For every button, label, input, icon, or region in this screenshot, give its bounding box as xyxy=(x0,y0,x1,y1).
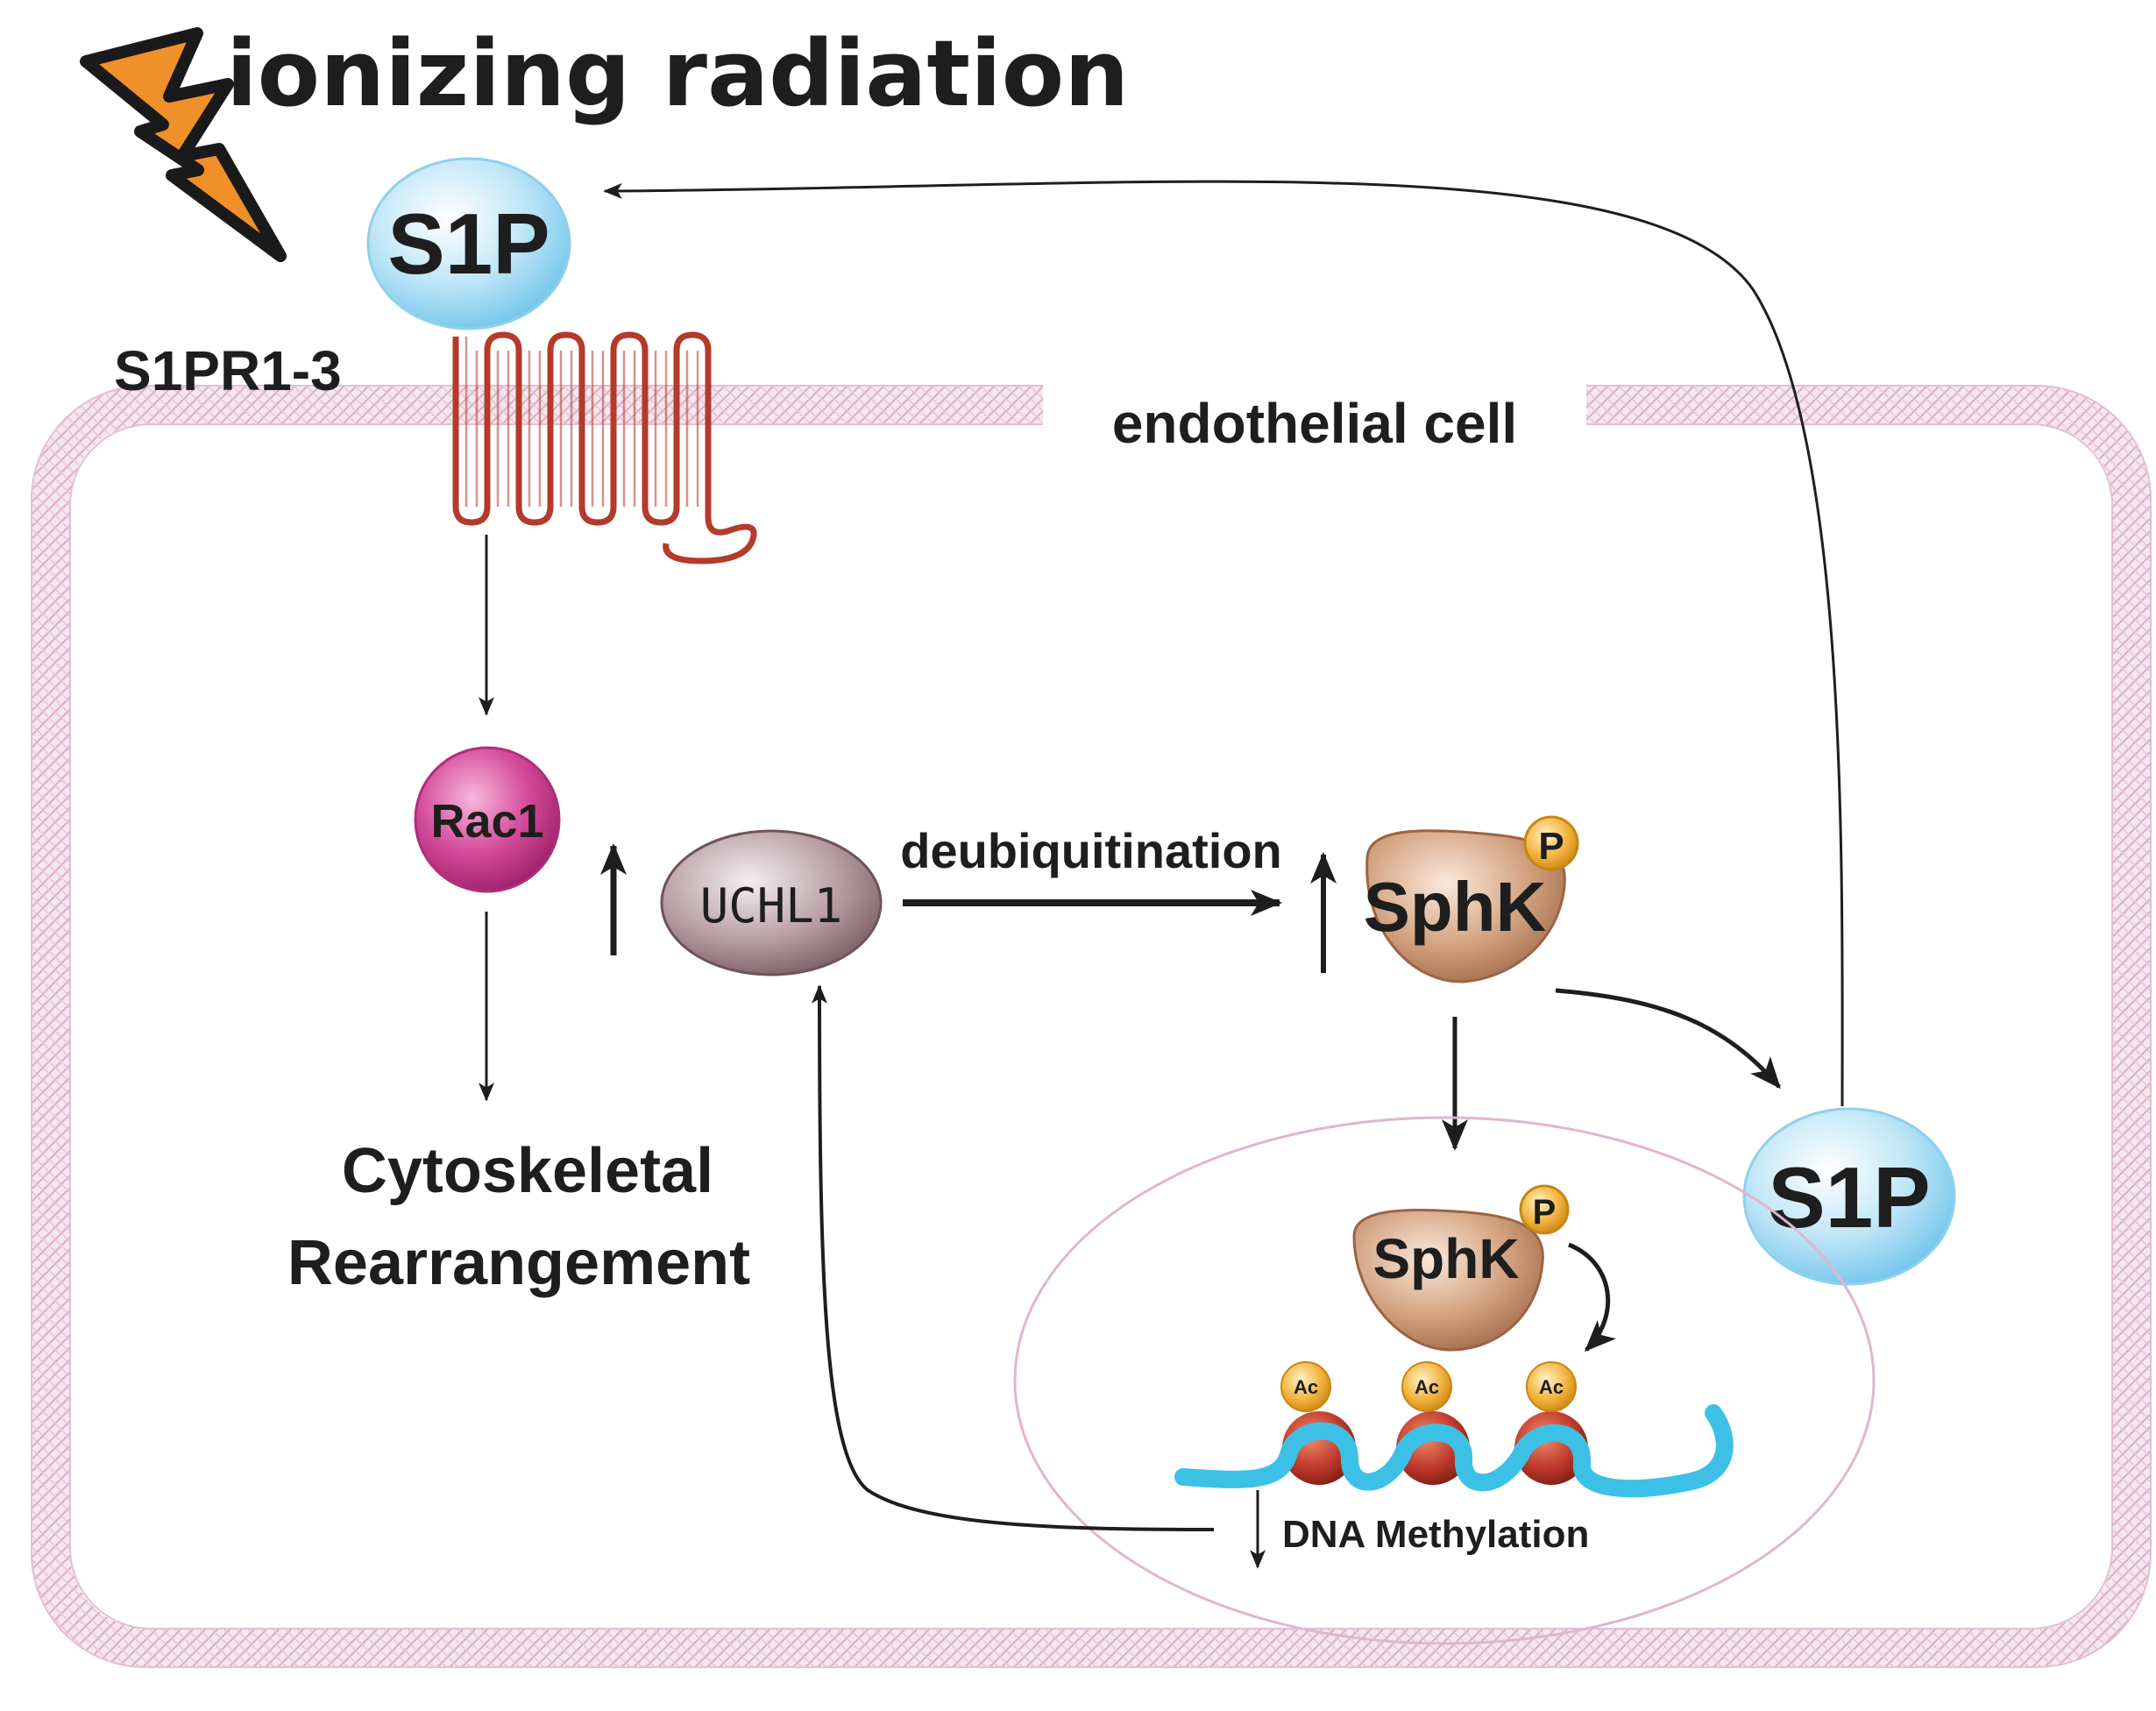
rac1-node: Rac1 xyxy=(414,746,561,893)
s1p-export-arrow xyxy=(603,180,1844,1107)
phospho-2-label: P xyxy=(1533,1193,1557,1232)
receptor-label: S1PR1-3 xyxy=(114,339,342,402)
cell-membrane xyxy=(31,385,2152,1668)
s1p-inside-label: S1P xyxy=(1768,1149,1930,1246)
rac1-label: Rac1 xyxy=(430,795,543,848)
histone-acetylation-group: Ac Ac Ac xyxy=(1174,1361,1734,1498)
s1p-outside: S1P xyxy=(366,157,571,330)
ac-3-label: Ac xyxy=(1539,1376,1564,1398)
sphk-cytoplasm-node: SphK P xyxy=(1364,815,1579,983)
s1p-inside: S1P xyxy=(1742,1107,1956,1286)
lightning-bolt-icon xyxy=(80,27,287,262)
uchl1-node: UCHL1 xyxy=(660,829,883,976)
sphk-nucleus-node: SphK P xyxy=(1352,1184,1570,1352)
uchl1-label: UCHL1 xyxy=(700,878,843,934)
dna-strand xyxy=(1174,1404,1734,1498)
receptor-icon xyxy=(452,331,757,564)
cytoskeletal-line2: Rearrangement xyxy=(287,1228,750,1298)
phospho-badge-2 xyxy=(1519,1184,1570,1235)
methylation-to-uchl1-arrow xyxy=(812,984,1215,1531)
sphk-to-s1p-arrow xyxy=(1555,988,1781,1090)
sphk-to-histone-arrow xyxy=(1568,1242,1616,1352)
cytoskeletal-line1: Cytoskeletal xyxy=(342,1136,713,1206)
ionizing-radiation-label: ionizing radiation xyxy=(226,20,1129,127)
dna-methylation-label: DNA Methylation xyxy=(1282,1513,1589,1556)
nucleus xyxy=(1013,1116,1876,1645)
s1p-outside-label: S1P xyxy=(387,195,550,292)
sphk-cytoplasm-label: SphK xyxy=(1364,868,1547,946)
deubiquitination-label: deubiquitination xyxy=(900,823,1281,878)
ac-2-label: Ac xyxy=(1415,1376,1439,1398)
cell-label-gap xyxy=(1043,377,1586,443)
phospho-badge-1 xyxy=(1523,815,1579,871)
cell-label: endothelial cell xyxy=(1112,392,1517,455)
ac-1-label: Ac xyxy=(1294,1376,1318,1398)
sphk-nucleus-label: SphK xyxy=(1372,1227,1519,1290)
phospho-1-label: P xyxy=(1538,825,1564,868)
